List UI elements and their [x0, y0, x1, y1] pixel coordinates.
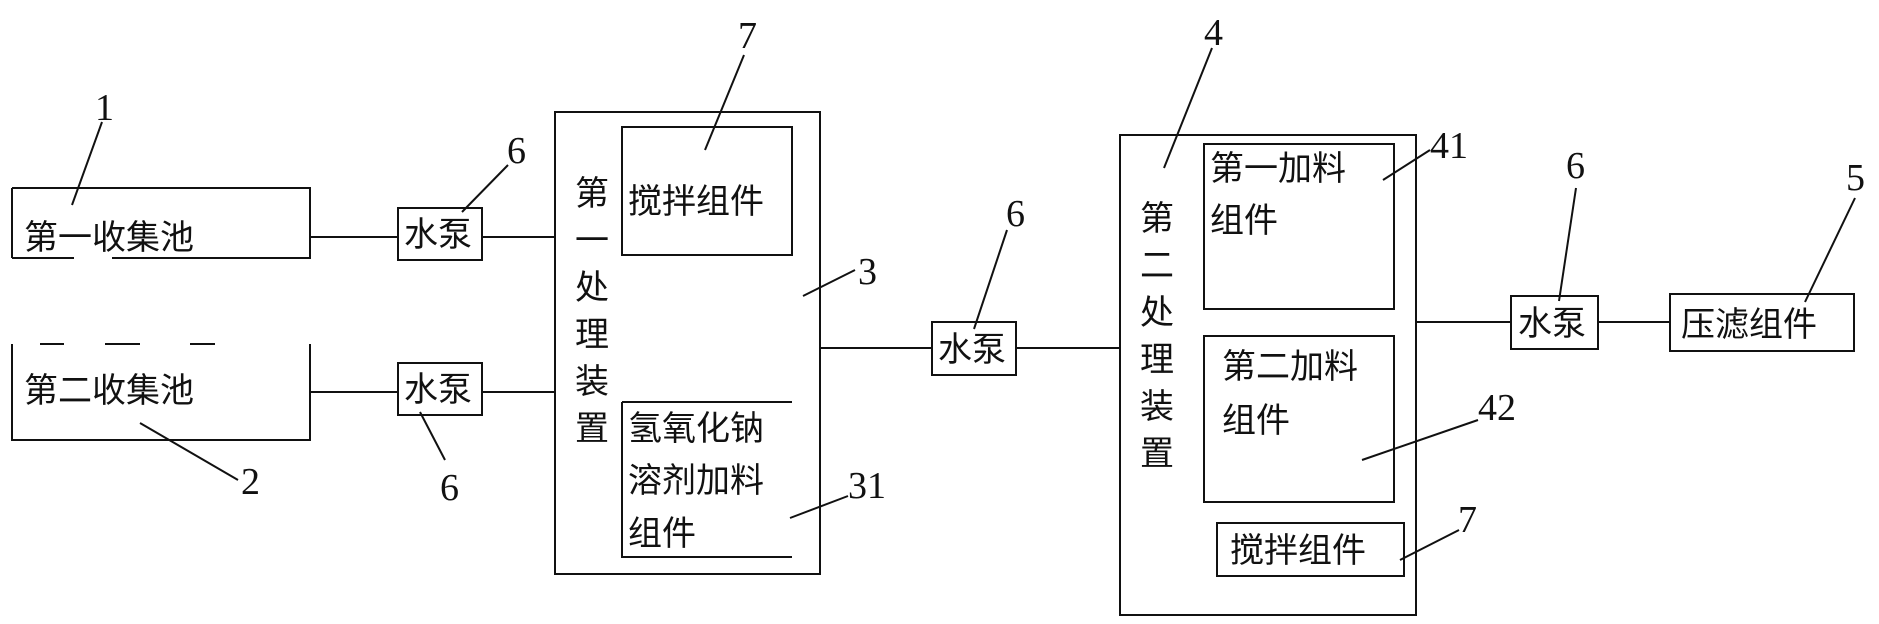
device1-label: 第一处理装置 — [575, 174, 609, 449]
leader-5 — [1804, 197, 1856, 303]
ref-7-bottom: 7 — [1458, 499, 1477, 541]
ref-2: 2 — [241, 461, 260, 503]
leader-2 — [139, 422, 239, 481]
leader-6b — [419, 411, 446, 461]
leader-3 — [802, 269, 856, 297]
leader-4 — [1163, 47, 1213, 169]
naoh-label-line1: 氢氧化钠 — [628, 409, 764, 449]
pump1-label: 水泵 — [404, 215, 472, 255]
pump2-box — [397, 362, 483, 416]
feed2-label-line2: 组件 — [1222, 401, 1290, 441]
leader-41 — [1382, 149, 1431, 181]
ref-4: 4 — [1204, 12, 1223, 54]
leader-6c — [973, 229, 1008, 330]
ref-3: 3 — [858, 251, 877, 293]
mix-label-1: 搅拌组件 — [628, 182, 764, 222]
mix-label-2: 搅拌组件 — [1230, 531, 1366, 571]
ref-31: 31 — [848, 465, 886, 507]
device2-box — [1119, 134, 1417, 616]
feed2-label-line1: 第二加料 — [1222, 347, 1358, 387]
ref-5: 5 — [1846, 157, 1865, 199]
pump2-label: 水泵 — [404, 370, 472, 410]
filter-label: 压滤组件 — [1681, 305, 1817, 345]
ref-6-pump4: 6 — [1566, 145, 1585, 187]
ref-6-pump3: 6 — [1006, 193, 1025, 235]
leader-42 — [1361, 419, 1479, 461]
pool1-box — [12, 187, 311, 259]
naoh-box — [621, 401, 792, 558]
ref-1: 1 — [95, 87, 114, 129]
pump4-label: 水泵 — [1518, 304, 1586, 344]
leader-1 — [71, 121, 103, 206]
device2-label: 第二处理装置 — [1140, 199, 1174, 474]
ref-7-top: 7 — [738, 15, 757, 57]
pool1-label: 第一收集池 — [24, 218, 194, 258]
naoh-label-line2: 溶剂加料 — [628, 461, 764, 501]
pool2-label: 第二收集池 — [24, 371, 194, 411]
leader-7b — [1399, 529, 1460, 561]
ref-6-pump1: 6 — [507, 130, 526, 172]
leader-31 — [789, 495, 849, 519]
pump1-box — [397, 207, 483, 261]
feed2-box — [1203, 335, 1395, 503]
leader-6d — [1558, 187, 1577, 302]
leader-7a — [704, 54, 745, 151]
naoh-label-line3: 组件 — [628, 514, 696, 554]
mix-box-1 — [621, 126, 793, 256]
device1-box — [554, 111, 821, 575]
leader-6a — [461, 164, 509, 213]
ref-42: 42 — [1478, 387, 1516, 429]
pump3-label: 水泵 — [938, 330, 1006, 370]
ref-41: 41 — [1430, 125, 1468, 167]
pool2-box — [11, 343, 311, 441]
mix-box-2 — [1216, 522, 1405, 577]
ref-6-pump2: 6 — [440, 467, 459, 509]
feed1-label-line1: 第一加料 — [1210, 149, 1346, 189]
feed1-label-line2: 组件 — [1210, 201, 1278, 241]
feed1-box — [1203, 143, 1395, 310]
